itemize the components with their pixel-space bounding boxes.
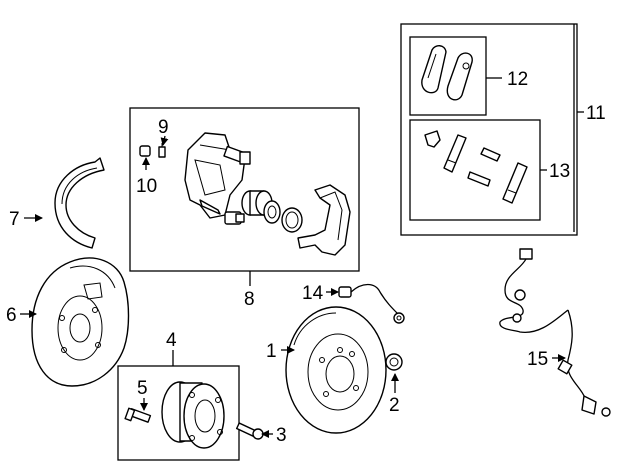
callout-4: 4 xyxy=(166,330,177,351)
caliper-bracket xyxy=(297,184,351,256)
hub-bolt xyxy=(235,422,264,440)
hub-box xyxy=(117,365,240,461)
brake-caliper xyxy=(184,132,251,219)
hub-mounting-bolt xyxy=(124,407,152,423)
callout-8: 8 xyxy=(244,289,255,310)
bleeder-cap xyxy=(139,145,151,157)
bleeder-screw xyxy=(158,143,166,158)
callout-11: 11 xyxy=(586,103,606,124)
callout-3: 3 xyxy=(276,425,287,446)
caliper-bolt xyxy=(224,211,245,225)
pad-kit-box xyxy=(400,23,578,236)
backing-plate xyxy=(31,257,130,387)
callout-14: 14 xyxy=(302,283,324,304)
callout-5: 5 xyxy=(137,378,148,399)
callout-1: 1 xyxy=(266,341,277,362)
callout-15: 15 xyxy=(527,349,548,370)
abs-sensor xyxy=(499,248,611,417)
brake-pad-right xyxy=(446,52,473,101)
hub-nut xyxy=(385,353,403,371)
brake-pad-left xyxy=(421,45,447,94)
callout-10: 10 xyxy=(136,176,157,197)
parking-brake-shoe xyxy=(54,157,105,249)
callout-2: 2 xyxy=(389,395,400,416)
leader-9 xyxy=(160,135,169,146)
hub-bearing xyxy=(161,381,225,449)
callout-13: 13 xyxy=(549,161,570,182)
brake-hose xyxy=(338,283,405,324)
callout-7: 7 xyxy=(9,209,20,230)
brake-rotor xyxy=(285,306,387,434)
piston-seals xyxy=(263,200,303,233)
pad-hardware xyxy=(424,130,528,204)
pads-subbox xyxy=(409,36,487,116)
callout-9: 9 xyxy=(158,117,169,138)
callout-6: 6 xyxy=(6,305,17,326)
callout-12: 12 xyxy=(507,69,528,90)
caliper-kit-box xyxy=(129,107,360,272)
